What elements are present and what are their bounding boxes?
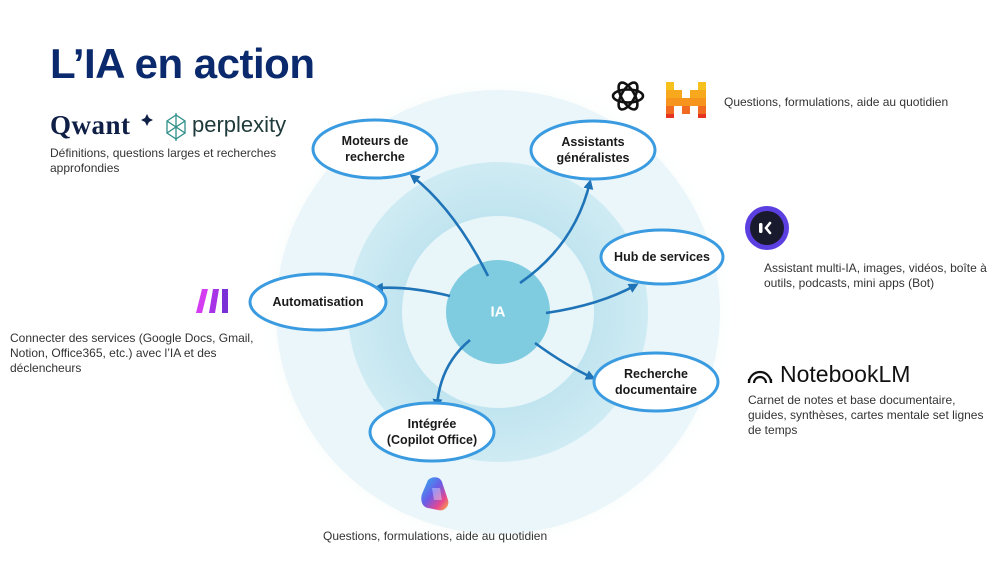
hub-circle <box>446 260 550 364</box>
node-integree-label[interactable]: Intégrée(Copilot Office) <box>386 417 478 447</box>
node-hub-ellipse[interactable] <box>599 228 725 286</box>
desc-integree: Questions, formulations, aide au quotidi… <box>323 529 548 543</box>
qwant-sparkle-icon <box>141 114 153 126</box>
node-recherche-doc-ellipse[interactable] <box>592 351 720 413</box>
page-title: L’IA en action <box>50 40 315 87</box>
desc-hub: Assistant multi-IA, images, vidéos, boît… <box>764 261 987 290</box>
node-automatisation-label[interactable]: Automatisation <box>272 295 364 309</box>
qwant-logo: Qwant <box>50 110 131 140</box>
poe-bot-icon <box>745 206 789 250</box>
arrow-moteurs <box>409 174 490 277</box>
desc-moteurs: Définitions, questions larges et recherc… <box>50 146 277 175</box>
node-automatisation-ellipse[interactable] <box>248 272 388 332</box>
perplexity-icon <box>166 113 186 141</box>
hub-label: IA <box>490 303 506 321</box>
perplexity-logo: perplexity <box>192 112 287 137</box>
copilot-icon <box>421 477 449 511</box>
make-icon <box>196 289 228 313</box>
mistral-icon <box>666 82 706 118</box>
node-moteurs-ellipse[interactable] <box>311 118 439 180</box>
desc-assistants: Questions, formulations, aide au quotidi… <box>724 95 949 109</box>
node-assistants-ellipse[interactable] <box>529 119 657 181</box>
desc-recherche-doc: Carnet de notes et base documentaire, gu… <box>748 393 984 437</box>
node-integree-ellipse[interactable] <box>368 401 496 463</box>
arrow-integree <box>432 339 471 409</box>
node-hub-label[interactable]: Hub de services <box>614 250 710 264</box>
arrow-assistants <box>519 179 594 285</box>
arrow-automatisation <box>373 282 451 298</box>
arrow-recherche-doc <box>534 341 596 380</box>
desc-automatisation: Connecter des services (Google Docs, Gma… <box>10 331 254 375</box>
notebooklm-icon <box>747 370 773 384</box>
openai-icon <box>611 81 645 111</box>
arrow-hub <box>545 283 639 315</box>
notebooklm-logo: NotebookLM <box>780 361 911 387</box>
